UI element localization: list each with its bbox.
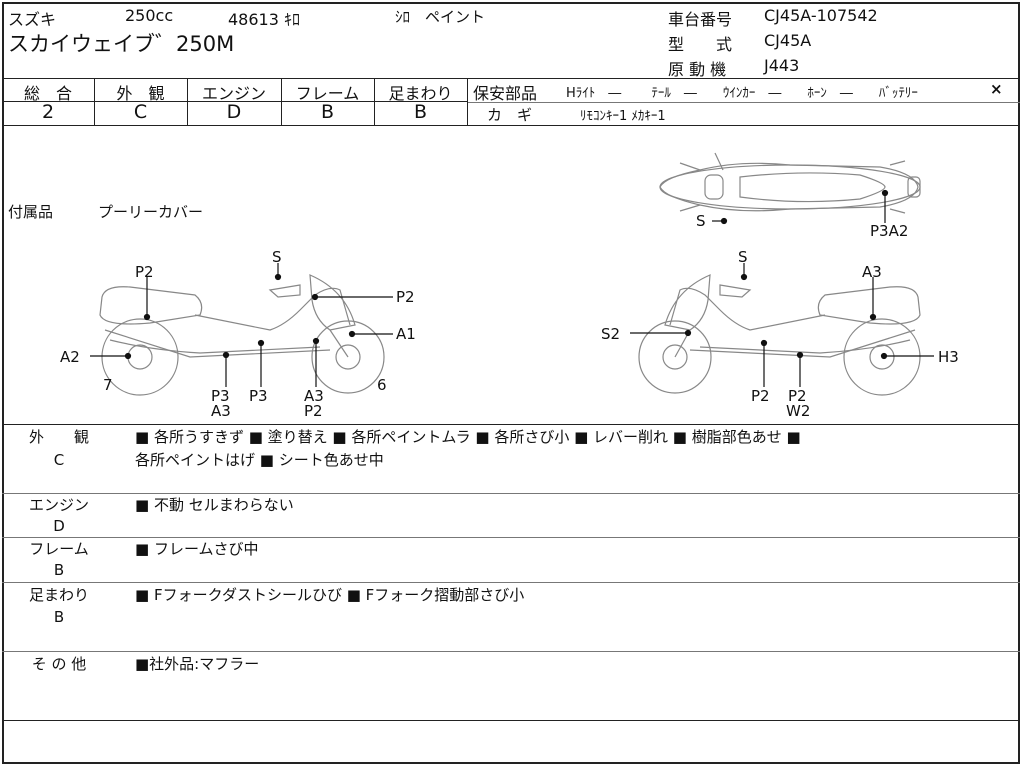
notes-suspension-grade: B (53, 608, 65, 626)
divider (94, 78, 95, 125)
grade-header-exterior: 外 観 (116, 84, 165, 103)
grade-header-overall: 総 合 (23, 84, 72, 103)
notes-suspension-text: ■ Fフォークダストシールひび ■ Fフォーク摺動部さび小 (135, 586, 525, 604)
grade-header-frame: フレーム (295, 84, 360, 103)
label-left-p2-top: P2 (135, 263, 154, 281)
grade-exterior: C (133, 101, 148, 123)
damage-diagram: S P3A2 S P2 P2 A1 A2 7 6 P3 A3 P3 A3 P2 … (60, 152, 959, 420)
notes-other-text: ■社外品:マフラー (135, 655, 260, 673)
notes-engine-label: エンジン (28, 496, 89, 514)
mileage: 48613 ｷﾛ (228, 10, 300, 29)
notes-frame-grade: B (53, 561, 65, 579)
label-left-a1: A1 (396, 325, 416, 343)
divider (2, 424, 1020, 425)
grade-suspension: B (413, 101, 428, 123)
label-right-p2-b: P2 (788, 387, 807, 405)
label-left-p3-b: P3 (249, 387, 268, 405)
accessories-label: 付属品 (8, 203, 54, 221)
divider (2, 125, 1020, 126)
type-value: CJ45A (764, 31, 812, 50)
keys-value: ﾘﾓｺﾝｷｰ1 ﾒｶｷｰ1 (580, 109, 666, 124)
notes-other-label: そ の 他 (31, 655, 87, 673)
grade-frame: B (320, 101, 335, 123)
divider (2, 493, 1020, 494)
label-left-a3-b: A3 (304, 387, 324, 405)
label-right-h3: H3 (938, 348, 959, 366)
label-right-a3: A3 (862, 263, 882, 281)
divider (2, 720, 1020, 721)
notes-suspension-label: 足まわり (28, 586, 89, 604)
notes-frame-label: フレーム (29, 540, 89, 558)
scooter-top-view (659, 152, 921, 214)
label-left-seven: 7 (103, 376, 113, 394)
label-right-p2-a: P2 (751, 387, 770, 405)
model-name: スカイウェイブ゛250M (8, 32, 235, 56)
label-right-s: S (738, 248, 748, 266)
divider (2, 101, 467, 102)
divider (281, 78, 282, 125)
safety-label: 保安部品 (473, 84, 538, 103)
grade-overall: 2 (41, 101, 55, 123)
grade-header-engine: エンジン (201, 84, 266, 103)
label-left-a2: A2 (60, 348, 80, 366)
label-top-s: S (696, 212, 706, 230)
keys-label: カ ギ (487, 106, 533, 124)
label-left-p3-a: P3 (211, 387, 230, 405)
notes-exterior-line1: ■ 各所うすきず ■ 塗り替え ■ 各所ペイントムラ ■ 各所さび小 ■ レバー… (135, 428, 801, 446)
label-left-p2-right: P2 (396, 288, 415, 306)
engine-label: 原 動 機 (668, 60, 727, 79)
battery-missing-mark: × (990, 80, 1003, 98)
scooter-right-view (638, 274, 921, 396)
divider (2, 78, 1020, 79)
label-left-six: 6 (377, 376, 387, 394)
notes-engine-grade: D (53, 517, 65, 535)
accessories-value: プーリーカバー (98, 203, 204, 221)
divider (467, 102, 1020, 103)
notes-exterior-line2: 各所ペイントはげ ■ シート色あせ中 (135, 451, 384, 469)
maker: スズキ (8, 10, 57, 29)
chassis-label: 車台番号 (668, 10, 733, 29)
grade-header-suspension: 足まわり (388, 84, 453, 103)
engine-value: J443 (764, 56, 800, 75)
notes-frame-text: ■ フレームさび中 (135, 540, 259, 558)
notes-exterior-label: 外 観 (28, 428, 89, 446)
scooter-left-view (99, 274, 385, 396)
safety-items: Hﾗｲﾄ ― ﾃｰﾙ ― ｳｲﾝｶｰ ― ﾎｰﾝ ― ﾊﾞｯﾃﾘｰ (566, 86, 918, 101)
chassis-value: CJ45A-107542 (764, 6, 878, 25)
notes-exterior-grade: C (53, 451, 65, 469)
divider (2, 537, 1020, 538)
label-right-s2: S2 (601, 325, 620, 343)
label-left-s: S (272, 248, 282, 266)
label-left-a3-a: A3 (211, 402, 231, 420)
divider (2, 582, 1020, 583)
label-right-w2: W2 (786, 402, 810, 420)
divider (467, 78, 468, 125)
divider (374, 78, 375, 125)
label-top-p3a2: P3A2 (870, 222, 908, 240)
body-color: ｼﾛ ペイント (395, 8, 486, 26)
notes-engine-text: ■ 不動 セルまわらない (135, 496, 294, 514)
type-label: 型 式 (668, 35, 733, 54)
displacement: 250cc (125, 6, 174, 25)
divider (2, 651, 1020, 652)
grade-engine: D (226, 101, 242, 123)
divider (187, 78, 188, 125)
label-left-p2-b: P2 (304, 402, 323, 420)
